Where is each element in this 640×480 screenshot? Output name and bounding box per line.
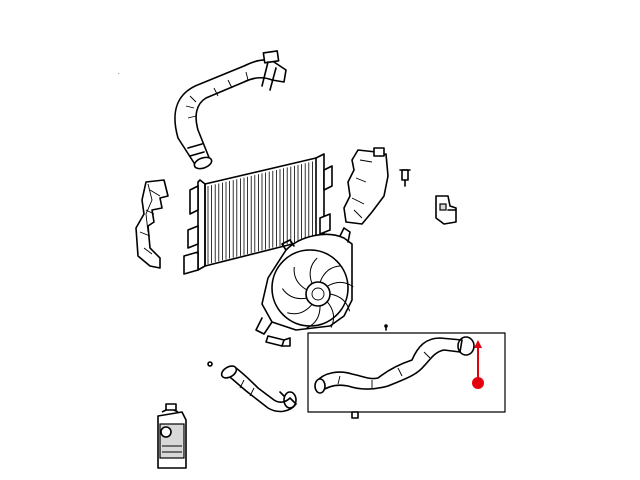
right-air-seal[interactable] (343, 147, 389, 225)
radiator-core (207, 161, 313, 264)
fan-blade (329, 293, 351, 312)
upper-radiator-hose[interactable] (174, 50, 287, 171)
connector[interactable] (435, 195, 457, 225)
left-air-seal[interactable] (135, 179, 169, 269)
fan-blades (281, 257, 354, 329)
bolt[interactable] (399, 169, 411, 187)
fan-bolt[interactable] (265, 335, 291, 347)
selection-callout[interactable] (472, 340, 484, 389)
small-fasteners (207, 361, 359, 419)
small-mark: . (118, 70, 120, 76)
coolant-jug[interactable] (157, 403, 187, 469)
selected-hose-group[interactable] (307, 324, 506, 413)
fan-blade (326, 281, 354, 288)
lower-radiator-hose[interactable] (220, 364, 297, 413)
fan-blade (326, 301, 335, 328)
fan-blade (293, 266, 307, 291)
fan-blade (319, 265, 341, 283)
fan-blade (287, 304, 313, 315)
fan-blade (309, 257, 318, 284)
fan-blade (306, 305, 321, 329)
clamp[interactable] (279, 391, 297, 409)
fan-blade (281, 288, 307, 300)
cooling-fan-assembly[interactable] (255, 227, 354, 335)
